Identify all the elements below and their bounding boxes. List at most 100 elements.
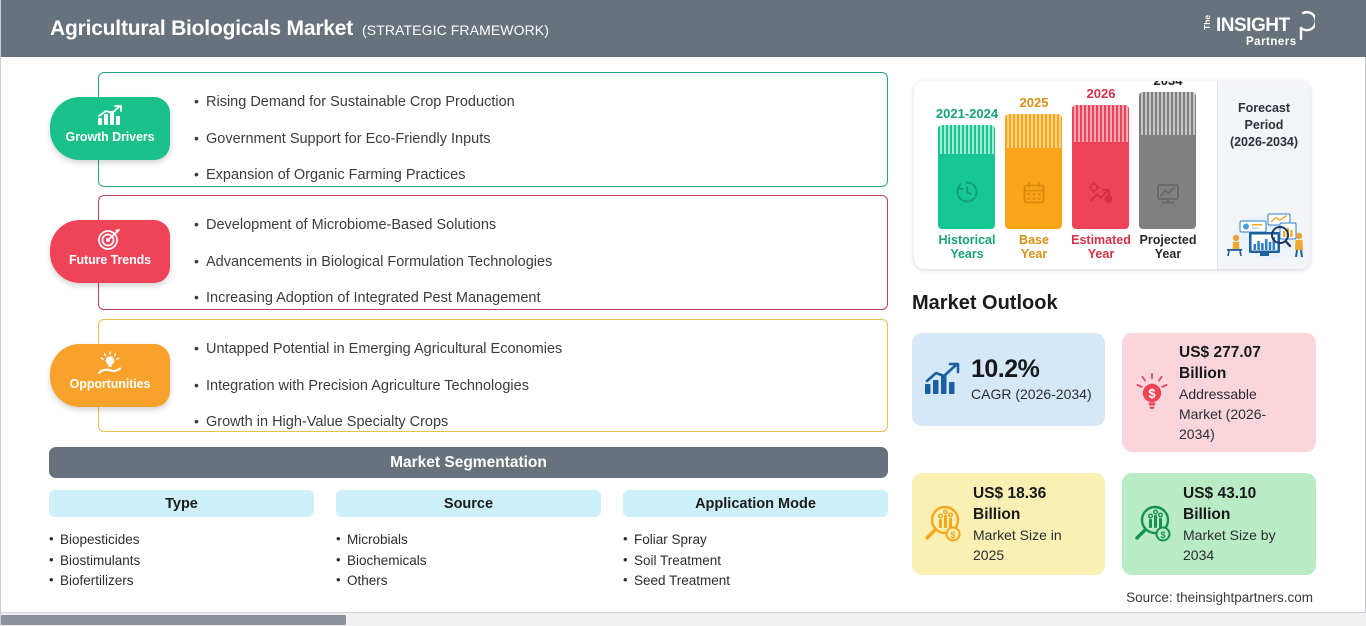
svg-text:$: $ <box>950 530 955 540</box>
timeline-caption: Historical Years <box>921 233 1013 261</box>
timeline-caption-line2: Year <box>1020 247 1048 261</box>
svg-text:$: $ <box>1160 530 1165 540</box>
timeline-bar-stripe <box>938 125 995 154</box>
badge-opportunities[interactable]: Opportunities <box>50 344 170 407</box>
calendar-icon <box>1022 181 1046 210</box>
stat-card-market-size-2034[interactable]: $ US$ 43.10 Billion Market Size by 2034 <box>1122 473 1316 575</box>
market-segmentation-header: Market Segmentation <box>49 447 888 478</box>
stat-value-line1: US$ 277.07 <box>1179 343 1261 361</box>
stat-value-line2: Billion <box>1179 364 1227 382</box>
stat-card-market-size-2025[interactable]: $ US$ 18.36 Billion Market Size in 2025 <box>912 473 1105 575</box>
timeline-caption: Projected Year <box>1122 233 1214 261</box>
list-item: Biopesticides <box>49 529 314 551</box>
timeline-caption-line1: Estimated <box>1071 233 1131 247</box>
header-title-group: Agricultural Biologicals Market (STRATEG… <box>50 17 549 41</box>
bar-chart-arrow-icon <box>922 361 964 399</box>
page-title: Agricultural Biologicals Market <box>50 16 354 40</box>
segmentation-heading: Source <box>336 490 601 517</box>
projection-screen-icon <box>1155 181 1181 210</box>
stat-value-line1: US$ 43.10 <box>1183 485 1257 502</box>
forecast-period-panel: Forecast Period (2026-2034) <box>1217 81 1310 269</box>
lightbulb-dollar-icon: $ <box>1132 372 1172 414</box>
stat-value-line2: Billion <box>1183 506 1231 523</box>
list-item: Development of Microbiome-Based Solution… <box>194 217 887 233</box>
list-item: Biochemicals <box>336 550 601 572</box>
forecast-line-3: (2026-2034) <box>1229 135 1299 149</box>
svg-text:$: $ <box>1148 386 1156 401</box>
scrollbar-thumb[interactable] <box>1 615 346 625</box>
list-item: Biostimulants <box>49 550 314 572</box>
stat-card-cagr[interactable]: 10.2% CAGR (2026-2034) <box>912 333 1105 426</box>
list-item: Foliar Spray <box>623 529 888 551</box>
badge-future-trends[interactable]: Future Trends <box>50 220 170 283</box>
list-item: Expansion of Organic Farming Practices <box>194 167 887 183</box>
timeline-caption-line1: Base <box>1019 233 1049 247</box>
timeline-bar-stripe <box>1005 114 1062 148</box>
list-item: Rising Demand for Sustainable Crop Produ… <box>194 94 887 110</box>
badge-growth-drivers[interactable]: Growth Drivers <box>50 97 170 160</box>
stat-label-line1: Market Size in <box>973 527 1062 543</box>
segmentation-column-application-mode: Application Mode Foliar Spray Soil Treat… <box>623 490 888 592</box>
timeline-bar-solid <box>1072 142 1129 229</box>
list-item: Others <box>336 570 601 592</box>
analytics-team-illustration <box>1222 199 1307 261</box>
market-outlook-title: Market Outlook <box>912 292 1058 314</box>
segmentation-items: Biopesticides Biostimulants Biofertilize… <box>49 529 314 592</box>
list-item: Untapped Potential in Emerging Agricultu… <box>194 341 887 357</box>
list-item: Advancements in Biological Formulation T… <box>194 254 887 270</box>
segmentation-items: Foliar Spray Soil Treatment Seed Treatme… <box>623 529 888 592</box>
timeline-caption-line1: Historical <box>938 233 996 247</box>
stat-label: CAGR (2026-2034) <box>971 386 1092 402</box>
page-header: Agricultural Biologicals Market (STRATEG… <box>1 0 1366 57</box>
person-right <box>1295 232 1303 258</box>
list-item: Integration with Precision Agriculture T… <box>194 378 887 394</box>
timeline-caption: Base Year <box>988 233 1080 261</box>
timeline-bar-stripe <box>1072 105 1129 142</box>
segmentation-column-source: Source Microbials Biochemicals Others <box>336 490 601 592</box>
stat-label-line2: Market (2026- <box>1179 405 1267 422</box>
badge-label: Growth Drivers <box>65 130 155 144</box>
clock-history-icon <box>954 179 980 210</box>
timeline-card: 2021-2024 Historical Years 2025 <box>914 81 1310 269</box>
market-segmentation-title: Market Segmentation <box>390 453 547 471</box>
badge-label: Future Trends <box>68 253 152 267</box>
future-trends-list: Development of Microbiome-Based Solution… <box>194 217 887 306</box>
stat-label-line2: 2025 <box>973 547 1005 563</box>
list-item: Soil Treatment <box>623 550 888 572</box>
source-note: Source: theinsightpartners.com <box>1126 590 1313 605</box>
timeline-caption-line1: Projected <box>1139 233 1197 247</box>
badge-label: Opportunities <box>69 377 151 391</box>
forecast-line-1: Forecast <box>1237 101 1291 115</box>
lightbulb-hand-icon <box>95 350 125 376</box>
panel-future-trends: Development of Microbiome-Based Solution… <box>98 195 888 310</box>
segmentation-items: Microbials Biochemicals Others <box>336 529 601 592</box>
panel-opportunities: Untapped Potential in Emerging Agricultu… <box>98 319 888 432</box>
timeline-bar-solid <box>1139 135 1196 229</box>
timeline-year: 2025 <box>1019 95 1049 110</box>
timeline-bar-projected: 2034 Projected Year <box>1139 81 1196 261</box>
stat-card-body: US$ 18.36 Billion Market Size in 2025 <box>973 483 1062 565</box>
list-item: Biofertilizers <box>49 570 314 592</box>
stat-label-line3: 2034) <box>1179 425 1215 442</box>
segmentation-heading: Application Mode <box>623 490 888 517</box>
list-item: Seed Treatment <box>623 570 888 592</box>
timeline-year: 2021-2024 <box>935 106 999 121</box>
svg-text:INSIGHT: INSIGHT <box>1216 15 1290 36</box>
timeline-caption-line2: Year <box>1154 247 1182 261</box>
stat-value: 10.2% <box>971 355 1040 383</box>
magnifier-chart-dollar-icon: $ <box>922 503 966 545</box>
growth-drivers-list: Rising Demand for Sustainable Crop Produ… <box>194 94 887 183</box>
list-item: Government Support for Eco-Friendly Inpu… <box>194 131 887 147</box>
stat-card-body: US$ 43.10 Billion Market Size by 2034 <box>1183 483 1276 565</box>
timeline-bar-historical: 2021-2024 Historical Years <box>936 106 998 261</box>
stat-label-line1: Market Size by <box>1183 527 1276 543</box>
page-subtitle: (STRATEGIC FRAMEWORK) <box>362 21 549 38</box>
forecast-period-text: Forecast Period (2026-2034) <box>1218 100 1310 151</box>
growth-estimate-icon <box>1087 181 1115 210</box>
horizontal-scrollbar[interactable] <box>1 612 1366 626</box>
magnifier-chart-dollar-icon: $ <box>1132 503 1176 545</box>
timeline-caption-line2: Year <box>1087 247 1115 261</box>
segmentation-column-type: Type Biopesticides Biostimulants Biofert… <box>49 490 314 592</box>
stat-card-addressable-market[interactable]: $ US$ 277.07 Billion Addressable Market … <box>1122 333 1316 452</box>
